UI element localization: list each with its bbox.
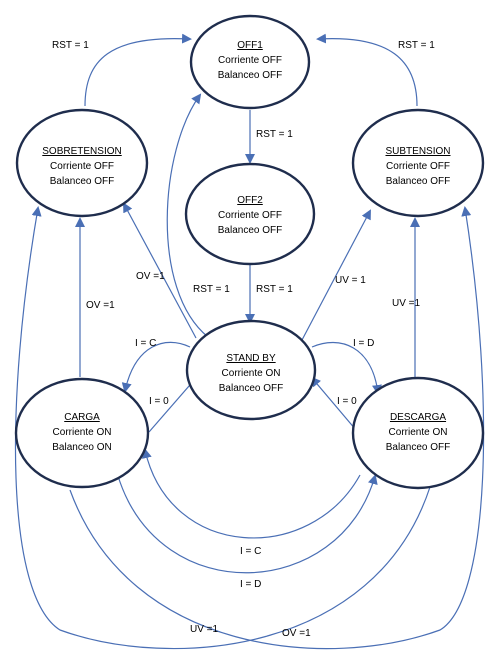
edge-sub-to-off1 xyxy=(316,33,418,107)
node-carga-line1: Corriente ON xyxy=(53,427,112,438)
node-off1-line2: Balanceo OFF xyxy=(218,70,282,81)
label-standby-to-carga: I = C xyxy=(135,338,156,349)
label-descarga-to-carga: I = C xyxy=(240,546,261,557)
node-off1-title: OFF1 xyxy=(237,40,263,51)
edge-standby-to-sobre xyxy=(123,202,197,339)
edge-descarga-to-carga xyxy=(141,448,361,539)
node-descarga: DESCARGA Corriente ON Balanceo OFF xyxy=(351,376,485,490)
node-standby: STAND BY Corriente ON Balanceo OFF xyxy=(185,319,317,421)
node-carga-title: CARGA xyxy=(64,412,100,423)
edge-sobre-to-off1 xyxy=(84,33,192,107)
node-subtension-title: SUBTENSION xyxy=(385,146,450,157)
edge-standby-to-descarga xyxy=(311,341,382,395)
node-descarga-line1: Corriente ON xyxy=(389,427,448,438)
node-descarga-title: DESCARGA xyxy=(390,412,446,423)
edge-standby-to-carga xyxy=(121,341,191,393)
node-off2: OFF2 Corriente OFF Balanceo OFF xyxy=(184,162,316,266)
node-carga-line2: Balanceo ON xyxy=(52,442,111,453)
label-off2-to-standby: RST = 1 xyxy=(256,284,293,295)
node-sobretension-title: SOBRETENSION xyxy=(42,146,121,157)
node-sobretension-line1: Corriente OFF xyxy=(50,161,114,172)
edge-descarga-to-sobre xyxy=(14,206,431,650)
node-standby-title: STAND BY xyxy=(226,353,276,364)
node-off2-title: OFF2 xyxy=(237,195,263,206)
label-carga-to-standby: I = 0 xyxy=(149,396,169,407)
node-subtension-line2: Balanceo OFF xyxy=(386,176,450,187)
edge-carga-to-descarga xyxy=(117,474,378,574)
node-off1-line1: Corriente OFF xyxy=(218,55,282,66)
label-standby-to-sub: UV = 1 xyxy=(335,275,366,286)
label-carga-to-sub: UV =1 xyxy=(190,624,219,635)
label-standby-to-off1: RST = 1 xyxy=(193,284,230,295)
label-sub-to-off1: RST = 1 xyxy=(398,40,435,51)
node-off2-line1: Corriente OFF xyxy=(218,210,282,221)
edge-standby-to-sub xyxy=(301,209,371,341)
edge-descarga-to-standby xyxy=(310,376,357,431)
label-carga-to-sobre: OV =1 xyxy=(86,300,115,311)
node-sobretension: SOBRETENSION Corriente OFF Balanceo OFF xyxy=(15,108,149,218)
label-off1-to-off2: RST = 1 xyxy=(256,129,293,140)
node-carga: CARGA Corriente ON Balanceo ON xyxy=(14,377,150,489)
node-sobretension-line2: Balanceo OFF xyxy=(50,176,114,187)
node-off1: OFF1 Corriente OFF Balanceo OFF xyxy=(189,14,311,110)
edge-carga-to-sub xyxy=(69,206,485,650)
label-descarga-to-sobre: OV =1 xyxy=(282,628,311,639)
node-off2-line2: Balanceo OFF xyxy=(218,225,282,236)
node-descarga-line2: Balanceo OFF xyxy=(386,442,450,453)
edge-standby-to-off1 xyxy=(166,93,209,338)
edge-carga-to-standby xyxy=(148,376,198,433)
node-standby-line1: Corriente ON xyxy=(222,368,281,379)
label-standby-to-descarga: I = D xyxy=(353,338,374,349)
label-sobre-to-off1: RST = 1 xyxy=(52,40,89,51)
label-standby-to-sobre: OV =1 xyxy=(136,271,165,282)
label-carga-to-descarga: I = D xyxy=(240,579,261,590)
node-subtension-line1: Corriente OFF xyxy=(386,161,450,172)
node-standby-line2: Balanceo OFF xyxy=(219,383,283,394)
node-subtension: SUBTENSION Corriente OFF Balanceo OFF xyxy=(351,108,485,218)
label-descarga-to-sub: UV =1 xyxy=(392,298,421,309)
label-descarga-to-standby: I = 0 xyxy=(337,396,357,407)
